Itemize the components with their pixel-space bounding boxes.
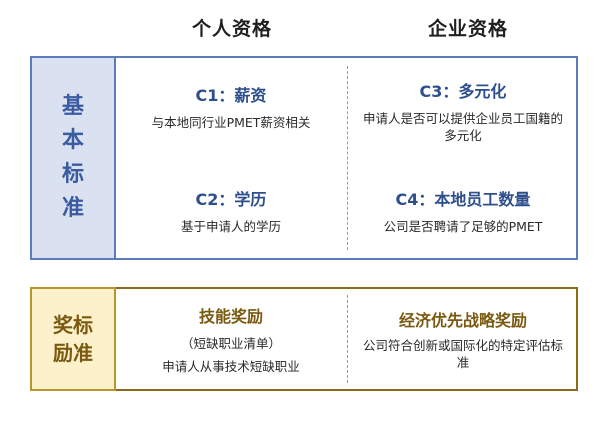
skill-bonus: 技能奖励 （短缺职业清单） 申请人从事技术短缺职业 <box>115 303 347 375</box>
strategic-bonus: 经济优先战略奖励 公司符合创新或国际化的特定评估标准 <box>347 307 579 371</box>
criterion-c3-title: C3：多元化 <box>419 82 507 101</box>
criterion-c1-desc: 与本地同行业PMET薪资相关 <box>151 115 311 130</box>
skill-bonus-sub: （短缺职业清单） <box>180 336 281 351</box>
criterion-c4-desc: 公司是否聘请了足够的PMET <box>383 219 543 234</box>
criterion-c4: C4：本地员工数量 公司是否聘请了足够的PMET <box>347 186 579 235</box>
criterion-c2-title: C2：学历 <box>195 190 267 209</box>
basic-criteria-label: 基本标准 <box>30 56 116 260</box>
criterion-c2-desc: 基于申请人的学历 <box>180 219 281 234</box>
basic-criteria-label-text: 基本标准 <box>61 94 84 221</box>
strategic-bonus-desc: 公司符合创新或国际化的特定评估标准 <box>362 338 563 370</box>
criterion-c4-title: C4：本地员工数量 <box>395 190 531 209</box>
skill-bonus-title: 技能奖励 <box>198 307 263 326</box>
bonus-criteria-label: 奖标励准 <box>30 287 116 391</box>
criterion-c3: C3：多元化 申请人是否可以提供企业员工国籍的多元化 <box>347 78 579 144</box>
bonus-criteria-label-text: 奖标励准 <box>53 313 93 365</box>
basic-criteria-panel: C1：薪资 与本地同行业PMET薪资相关 C2：学历 基于申请人的学历 C3：多… <box>113 56 578 260</box>
strategic-bonus-title: 经济优先战略奖励 <box>398 311 527 330</box>
column-divider <box>347 66 348 250</box>
column-divider <box>347 295 348 383</box>
criterion-c1: C1：薪资 与本地同行业PMET薪资相关 <box>115 82 347 131</box>
criterion-c2: C2：学历 基于申请人的学历 <box>115 186 347 235</box>
skill-bonus-desc: 申请人从事技术短缺职业 <box>162 359 300 374</box>
bonus-criteria-panel: 技能奖励 （短缺职业清单） 申请人从事技术短缺职业 经济优先战略奖励 公司符合创… <box>113 287 578 391</box>
header-personal-qualification: 个人资格 <box>191 18 272 40</box>
criterion-c3-desc: 申请人是否可以提供企业员工国籍的多元化 <box>362 111 563 143</box>
header-corporate-qualification: 企业资格 <box>427 18 508 40</box>
criterion-c1-title: C1：薪资 <box>195 86 267 105</box>
